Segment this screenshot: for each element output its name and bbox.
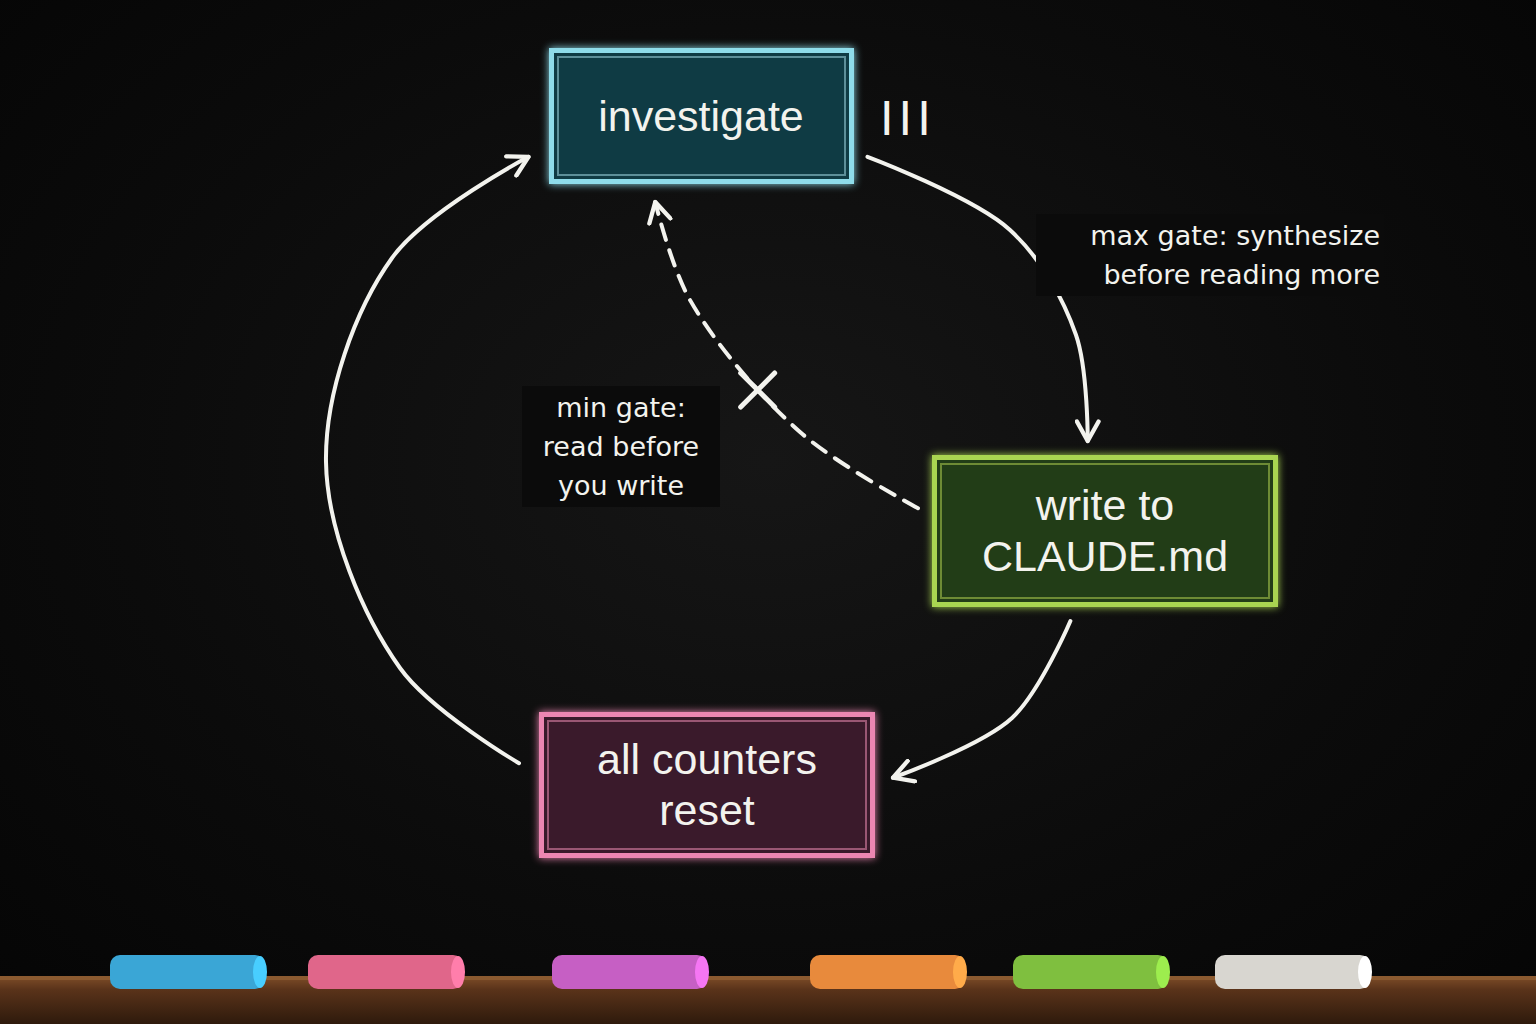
- reset-box: all counters reset: [539, 712, 875, 857]
- chalk-end: [1358, 956, 1372, 988]
- connector-arrow: [326, 157, 529, 763]
- chalk-sticks: [110, 955, 1372, 989]
- write-box: write to CLAUDE.md: [932, 455, 1278, 607]
- connector-arrow: [893, 621, 1070, 778]
- node-text: all counters reset: [567, 734, 847, 835]
- chalk-end: [451, 956, 465, 988]
- node-text: write to CLAUDE.md: [960, 480, 1250, 581]
- chalk-end: [253, 956, 267, 988]
- chalk-stick: [110, 955, 265, 989]
- connector-arrow: [868, 157, 1088, 441]
- chalk-stick: [1013, 955, 1168, 989]
- chalk-stick: [552, 955, 707, 989]
- gate-label: min gate: read before you write: [522, 386, 720, 507]
- node-text: investigate: [598, 91, 804, 142]
- chalk-end: [953, 956, 967, 988]
- tally-marks: III: [876, 84, 940, 155]
- chalk-end: [695, 956, 709, 988]
- chalk-stick: [1215, 955, 1370, 989]
- chalk-end: [1156, 956, 1170, 988]
- chalk-stick: [308, 955, 463, 989]
- chalk-stick: [810, 955, 965, 989]
- blocked-cross: [741, 373, 775, 407]
- gate-label: max gate: synthesize before reading more: [1036, 214, 1384, 296]
- investigate-box: investigate: [549, 48, 854, 184]
